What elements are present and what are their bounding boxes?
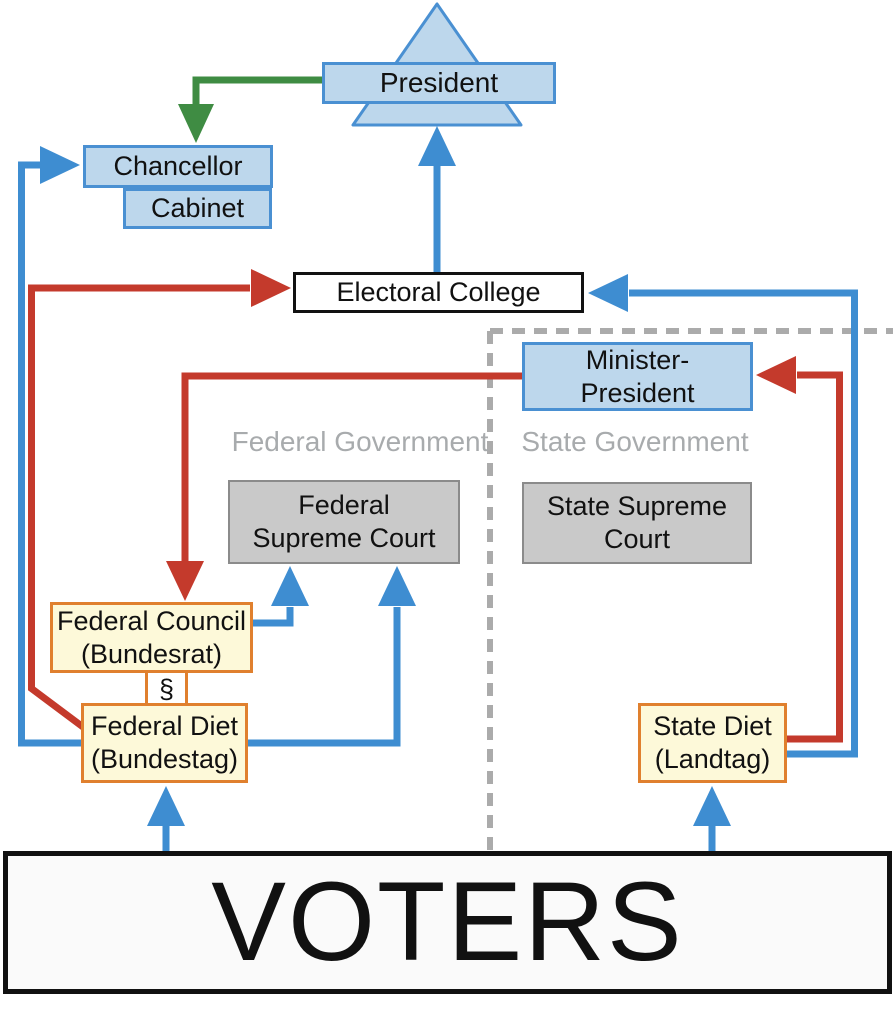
- president-node: President: [322, 62, 556, 104]
- federal-diet-label-line2: (Bundestag): [90, 744, 239, 774]
- federal-supreme-court-node: Federal Supreme Court: [228, 480, 460, 564]
- edge-federal-council-to-federal-supreme-court: [253, 566, 309, 627]
- edge-voters-to-state-diet: [693, 786, 731, 851]
- federal-council-label-line2: (Bundesrat): [80, 638, 223, 669]
- edge-federal-diet-to-federal-supreme-court: [248, 566, 416, 747]
- electoral-college-label: Electoral College: [336, 277, 541, 308]
- cabinet-label: Cabinet: [150, 193, 245, 224]
- federal-supreme-court-label-line1: Federal: [298, 490, 390, 521]
- cabinet-node: Cabinet: [123, 188, 272, 229]
- federal-state-divider: [487, 328, 893, 851]
- edge-state-diet-to-electoral-college: [588, 274, 858, 758]
- edge-federal-diet-to-chancellor: [18, 146, 83, 747]
- edge-voters-to-federal-diet: [147, 786, 185, 851]
- federal-supreme-court-label-line2: Supreme Court: [252, 523, 436, 553]
- edge-state-diet-to-minister-president: [756, 356, 843, 743]
- edge-president-to-chancellor: [178, 76, 322, 143]
- electoral-college-node: Electoral College: [293, 272, 584, 313]
- state-supreme-court-label-line1: State Supreme: [546, 491, 728, 522]
- president-label: President: [379, 66, 499, 98]
- state-government-label: State Government: [521, 426, 749, 457]
- minister-president-node: Minister- President: [522, 342, 753, 411]
- chancellor-node: Chancellor: [83, 145, 273, 188]
- minister-president-label-line1: Minister-: [585, 344, 690, 375]
- state-diet-label-line1: State Diet: [653, 711, 772, 742]
- voters-node: VOTERS: [3, 851, 892, 994]
- minister-president-label-line2: President: [580, 377, 695, 408]
- state-diet-node: State Diet (Landtag): [638, 703, 787, 783]
- federal-diet-node: Federal Diet (Bundestag): [81, 703, 248, 783]
- federal-government-label: Federal Government: [231, 426, 489, 457]
- federal-council-node: Federal Council (Bundesrat): [50, 602, 253, 673]
- edge-federal-diet-to-electoral-college: [28, 269, 291, 730]
- federal-council-label-line1: Federal Council: [56, 605, 247, 636]
- legislation-link-section-symbol: §: [145, 671, 188, 708]
- edge-electoral-college-to-president: [418, 126, 456, 273]
- section-sign-icon: §: [158, 674, 175, 704]
- state-supreme-court-node: State Supreme Court: [522, 482, 752, 564]
- edge-minister-president-to-federal-council: [166, 372, 522, 601]
- state-diet-label-line2: (Landtag): [654, 744, 771, 774]
- voters-label: VOTERS: [211, 859, 684, 985]
- chancellor-label: Chancellor: [113, 151, 243, 182]
- state-supreme-court-label-line2: Court: [603, 524, 671, 554]
- federal-diet-label-line1: Federal Diet: [90, 711, 239, 742]
